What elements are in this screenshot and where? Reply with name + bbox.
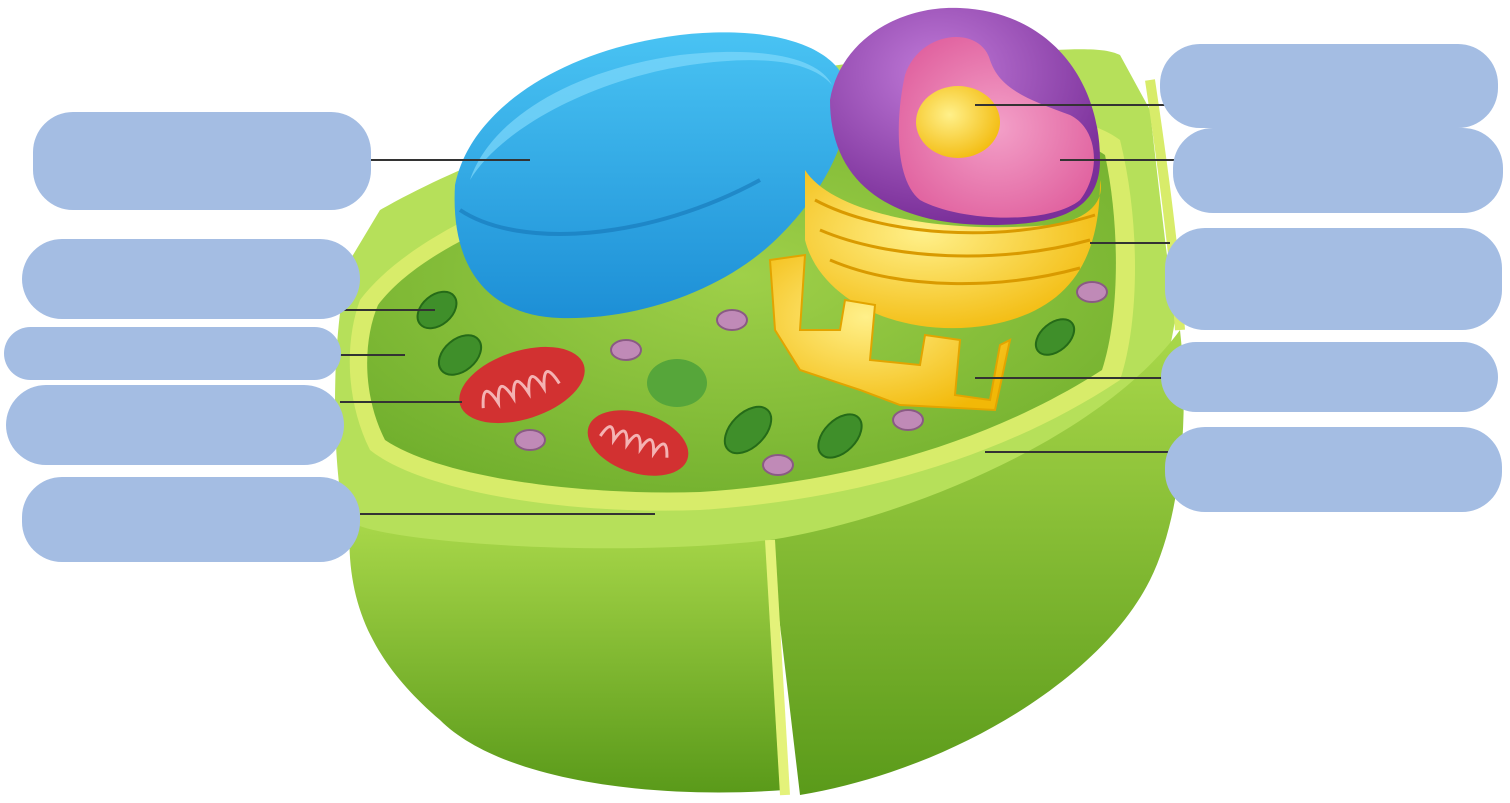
label-box-right-4[interactable] — [1161, 342, 1498, 412]
label-box-right-1[interactable] — [1160, 44, 1498, 128]
label-box-left-3[interactable] — [4, 327, 341, 380]
label-box-left-5[interactable] — [22, 477, 360, 562]
label-box-right-5[interactable] — [1165, 427, 1502, 512]
vesicle — [647, 359, 707, 407]
label-box-left-4[interactable] — [6, 385, 344, 465]
cell-wall-front-left — [349, 520, 785, 792]
label-box-right-3[interactable] — [1165, 228, 1502, 330]
label-box-left-1[interactable] — [33, 112, 371, 210]
label-box-left-2[interactable] — [22, 239, 360, 319]
nucleolus — [916, 86, 1000, 158]
label-box-right-2[interactable] — [1173, 128, 1503, 213]
